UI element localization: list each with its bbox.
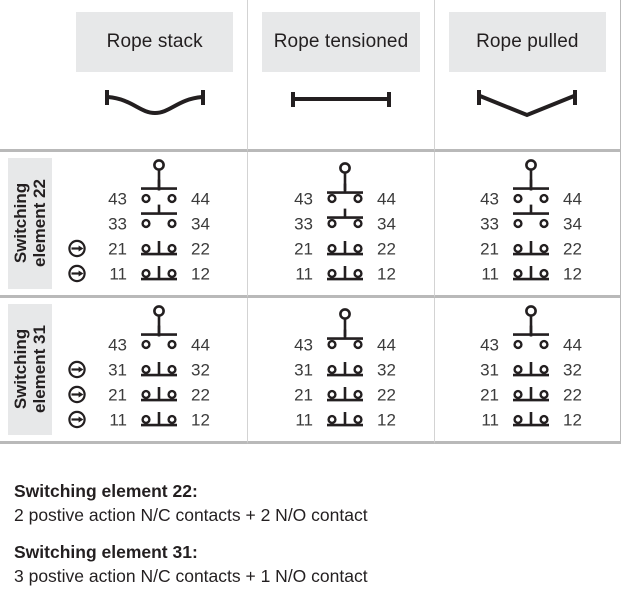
caption-body: 3 postive action N/C contacts + 1 N/O co…: [14, 565, 368, 586]
table-row: Switching element 22 43 44 33 34 21 22 11 12 43…: [0, 152, 621, 298]
table-header-row: Rope stack Rope tensioned: [0, 0, 621, 152]
row-label-gutter-31: Switching element 31: [0, 298, 62, 444]
svg-text:44: 44: [563, 189, 582, 208]
svg-text:33: 33: [108, 214, 127, 233]
svg-text:21: 21: [294, 239, 313, 258]
svg-text:22: 22: [377, 385, 396, 404]
svg-text:12: 12: [191, 264, 210, 283]
svg-text:44: 44: [377, 335, 396, 354]
cell-31-rope-tensioned: 43 44 31 32 21 22 11 12: [247, 298, 434, 444]
table-row: Switching element 31 43 44 31 32 21 22 11 12 43…: [0, 298, 621, 444]
rope-symbol-taut: [248, 72, 433, 138]
column-title-box: Rope stack: [76, 12, 234, 72]
svg-text:12: 12: [563, 410, 582, 429]
svg-text:11: 11: [295, 264, 313, 283]
row-side-label: Switching element 31: [8, 304, 52, 435]
cell-31-rope-stack: 43 44 31 32 21 22 11 12: [62, 298, 248, 444]
cell-31-rope-pulled: 43 44 31 32 21 22 11 12: [433, 298, 621, 444]
column-header-rope-tensioned: Rope tensioned: [247, 0, 434, 152]
column-title-label: Rope stack: [106, 31, 203, 52]
column-title-box: Rope pulled: [448, 12, 606, 72]
column-title-box: Rope tensioned: [262, 12, 420, 72]
contact-diagram: 43 44 33 34 21 22 11 12: [62, 152, 247, 295]
header-gutter: [0, 0, 62, 152]
svg-text:11: 11: [482, 264, 500, 283]
contact-diagram: 43 44 33 34 21 22 11 12: [248, 152, 433, 295]
caption-body: 2 postive action N/C contacts + 2 N/O co…: [14, 504, 368, 525]
svg-text:44: 44: [377, 189, 396, 208]
svg-text:12: 12: [563, 264, 582, 283]
svg-text:21: 21: [294, 385, 313, 404]
svg-text:12: 12: [191, 410, 210, 429]
svg-text:34: 34: [191, 214, 210, 233]
row-label-line2: element 31: [30, 325, 50, 414]
caption-block: Switching element 22: 2 postive action N…: [14, 480, 604, 603]
svg-text:34: 34: [563, 214, 582, 233]
svg-text:21: 21: [108, 385, 127, 404]
svg-text:43: 43: [108, 335, 127, 354]
row-side-label: Switching element 22: [8, 158, 52, 289]
contact-diagram: 43 44 33 34 21 22 11 12: [435, 152, 620, 295]
svg-text:43: 43: [294, 189, 313, 208]
column-title-label: Rope pulled: [476, 31, 579, 52]
svg-text:43: 43: [108, 189, 127, 208]
svg-text:31: 31: [294, 360, 313, 379]
svg-text:11: 11: [109, 264, 127, 283]
row-label-gutter-22: Switching element 22: [0, 152, 62, 298]
column-header-rope-stack: Rope stack: [62, 0, 248, 152]
svg-text:43: 43: [480, 189, 499, 208]
svg-text:44: 44: [191, 335, 210, 354]
svg-text:11: 11: [295, 410, 313, 429]
svg-text:11: 11: [482, 410, 500, 429]
svg-text:34: 34: [377, 214, 396, 233]
svg-text:21: 21: [480, 385, 499, 404]
svg-text:11: 11: [109, 410, 127, 429]
svg-text:21: 21: [108, 239, 127, 258]
cell-22-rope-tensioned: 43 44 33 34 21 22 11 12: [247, 152, 434, 298]
svg-text:31: 31: [480, 360, 499, 379]
svg-text:12: 12: [377, 264, 396, 283]
svg-text:43: 43: [294, 335, 313, 354]
cell-22-rope-pulled: 43 44 33 34 21 22 11 12: [433, 152, 621, 298]
svg-text:22: 22: [563, 239, 582, 258]
svg-text:44: 44: [191, 189, 210, 208]
column-header-rope-pulled: Rope pulled: [433, 0, 621, 152]
caption-title: Switching element 22:: [14, 481, 198, 501]
svg-text:31: 31: [108, 360, 127, 379]
svg-text:44: 44: [563, 335, 582, 354]
switching-element-table: Rope stack Rope tensioned: [0, 0, 621, 444]
contact-diagram: 43 44 31 32 21 22 11 12: [62, 298, 247, 441]
svg-text:22: 22: [191, 239, 210, 258]
caption-title: Switching element 31:: [14, 542, 198, 563]
caption-switching-element-22: Switching element 22: 2 postive action N…: [14, 480, 604, 527]
svg-text:43: 43: [480, 335, 499, 354]
svg-text:12: 12: [377, 410, 396, 429]
svg-text:33: 33: [480, 214, 499, 233]
cell-22-rope-stack: 43 44 33 34 21 22 11 12: [62, 152, 248, 298]
svg-text:32: 32: [377, 360, 396, 379]
svg-text:22: 22: [563, 385, 582, 404]
svg-text:32: 32: [563, 360, 582, 379]
svg-text:22: 22: [191, 385, 210, 404]
rope-symbol-pulled: [435, 72, 620, 138]
svg-text:32: 32: [191, 360, 210, 379]
column-title-label: Rope tensioned: [273, 31, 409, 52]
svg-text:22: 22: [377, 239, 396, 258]
contact-diagram: 43 44 31 32 21 22 11 12: [248, 298, 433, 441]
contact-diagram: 43 44 31 32 21 22 11 12: [435, 298, 620, 441]
rope-symbol-slack: [62, 72, 247, 138]
svg-text:33: 33: [294, 214, 313, 233]
svg-text:21: 21: [480, 239, 499, 258]
row-label-line1: Switching: [10, 329, 30, 410]
caption-switching-element-31: Switching element 31: 3 postive action N…: [14, 541, 604, 588]
row-label-line2: element 22: [30, 179, 50, 268]
row-label-line1: Switching: [10, 183, 30, 264]
